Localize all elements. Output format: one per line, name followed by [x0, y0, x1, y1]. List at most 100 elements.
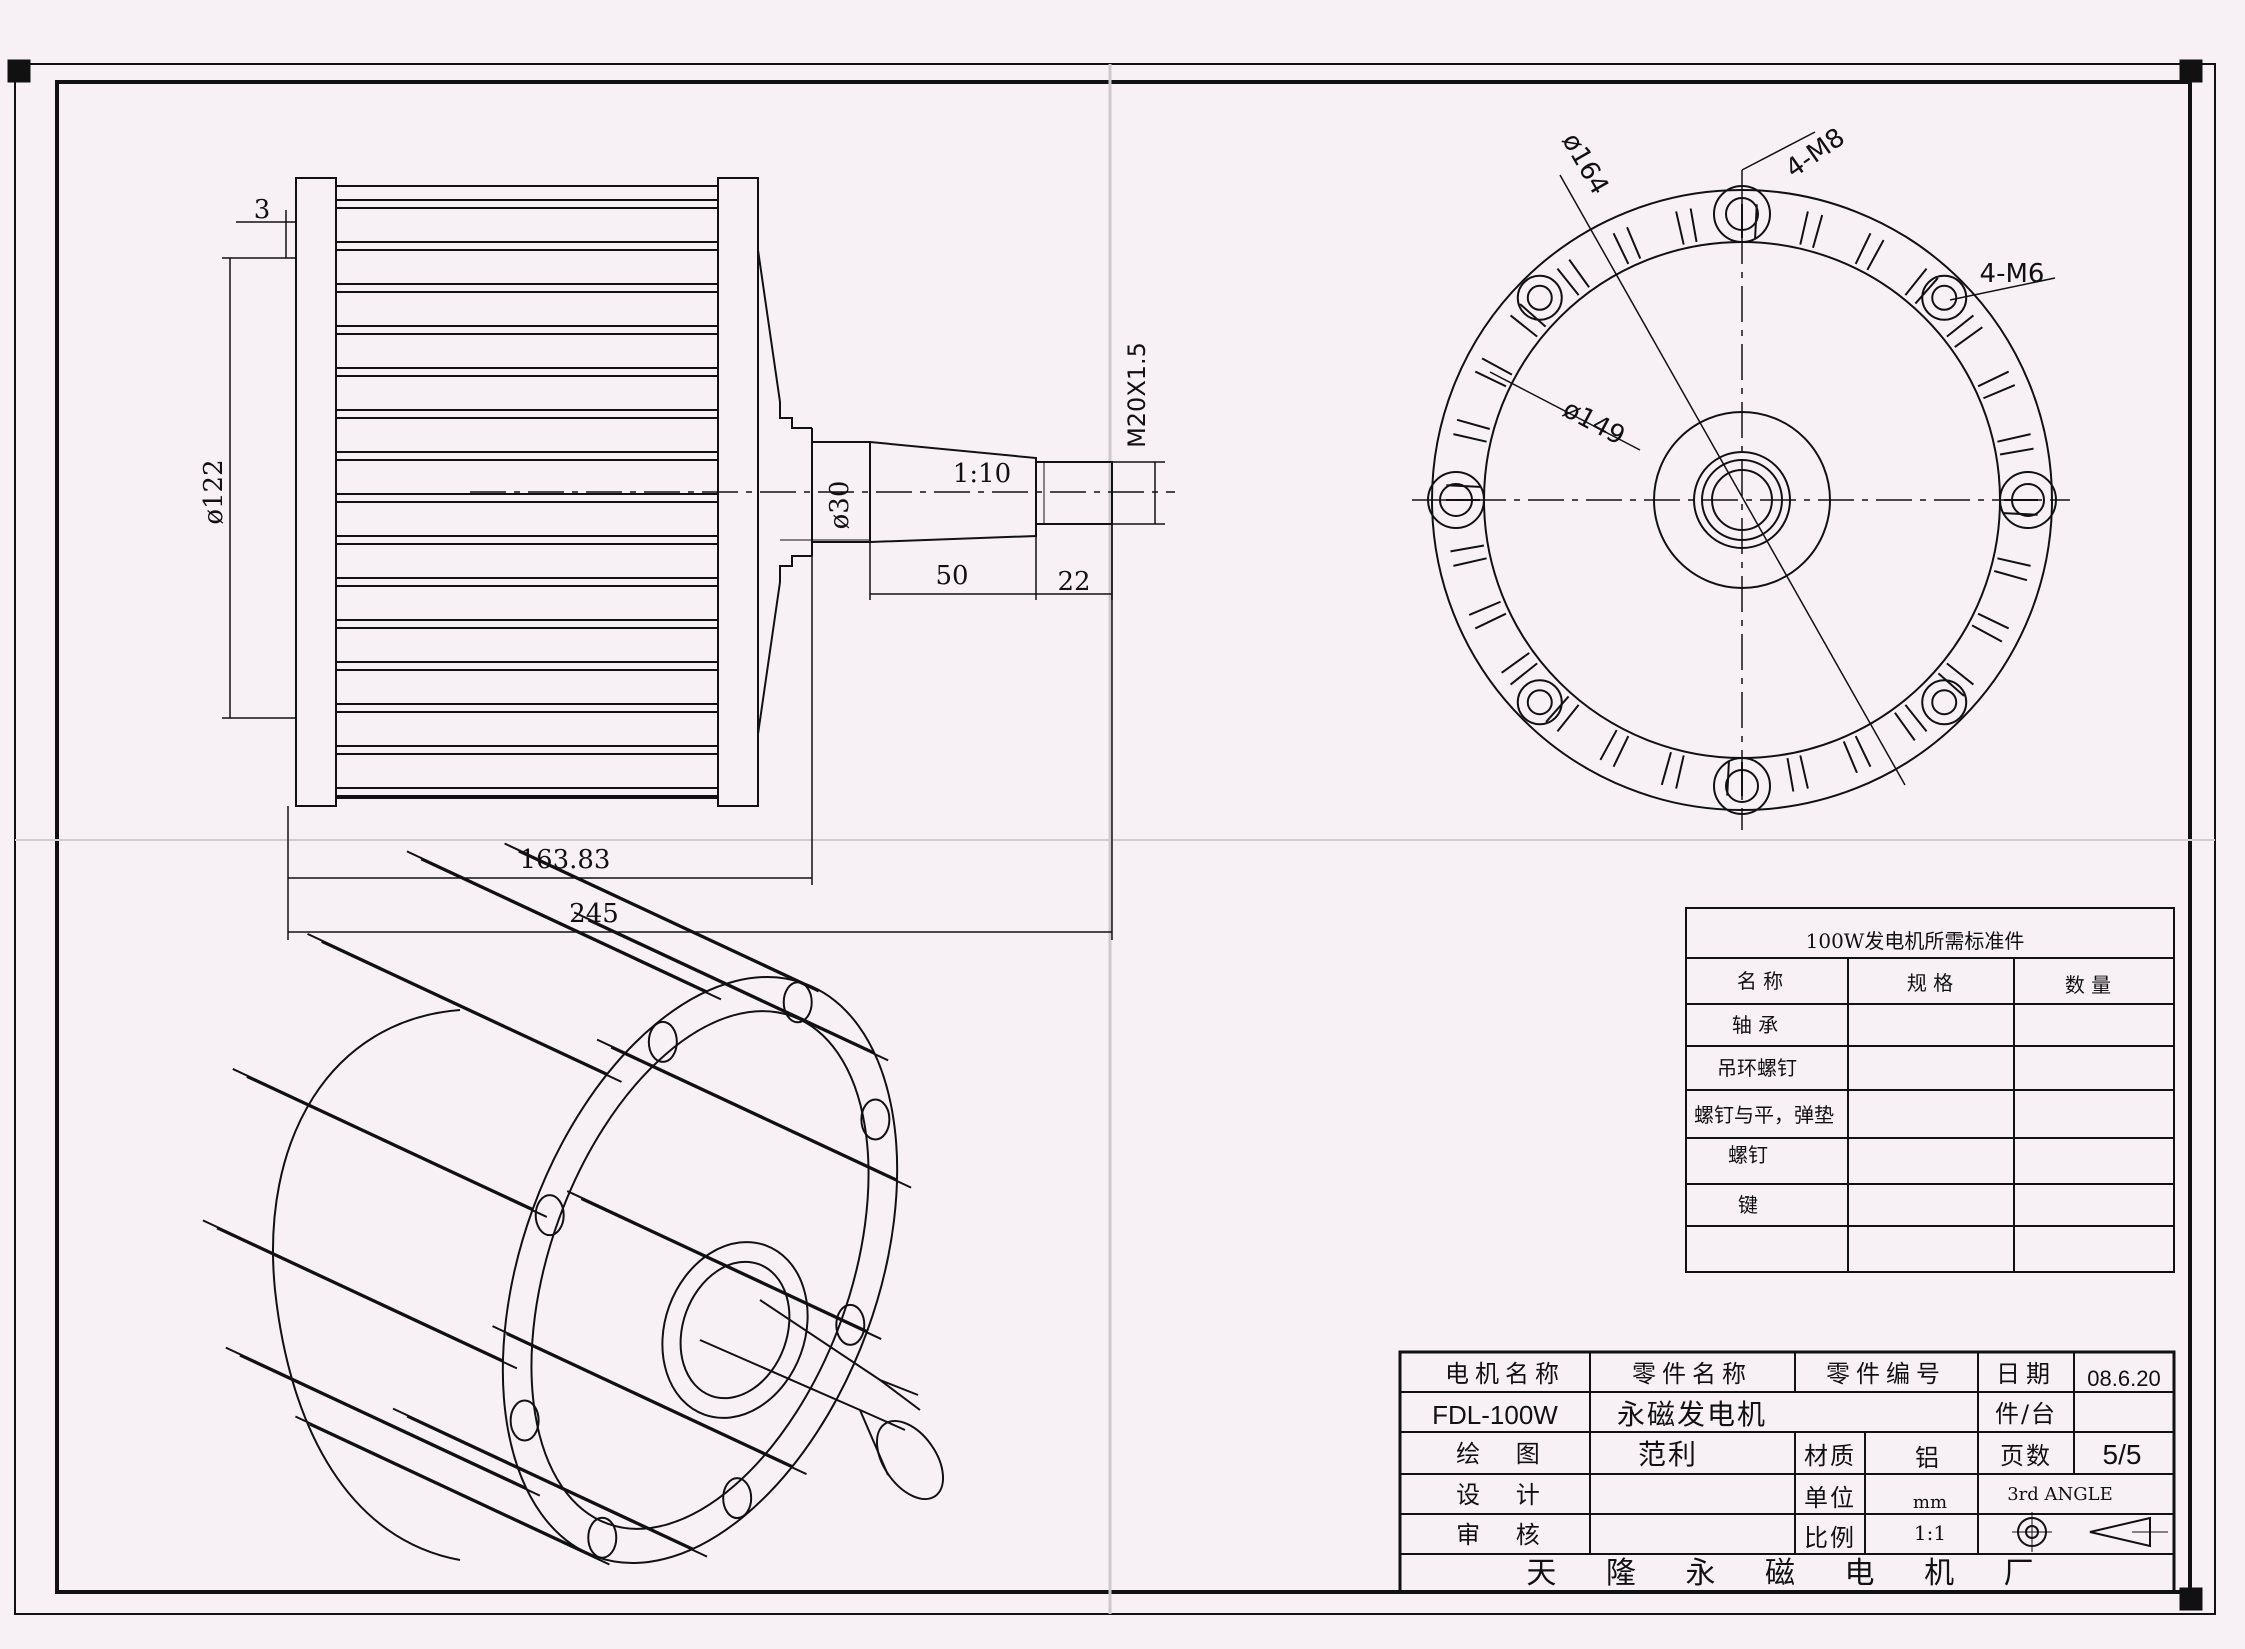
magnet-block	[1501, 652, 1530, 674]
magnet-block	[1456, 418, 1491, 430]
magnet-block	[1599, 729, 1618, 761]
magnet-block	[1568, 259, 1590, 288]
tb-part-name-label: 零件名称	[1632, 1360, 1752, 1388]
tb-unit-label: 单位	[1804, 1484, 1856, 1512]
magnet-block	[1474, 612, 1507, 630]
magnet-block	[1481, 357, 1513, 376]
bom-row-name: 吊环螺钉	[1717, 1056, 1797, 1080]
iso-magnet-bar	[225, 1346, 527, 1489]
magnet-block	[1854, 735, 1872, 768]
iso-magnet-bar	[216, 1227, 518, 1370]
dim-holes-m8: 4-M8	[1780, 123, 1850, 185]
magnet-block	[1450, 544, 1485, 553]
iso-magnet-bar	[492, 1325, 793, 1468]
magnet-block	[1954, 326, 1983, 348]
iso-magnet-bar	[406, 850, 708, 993]
magnet-block	[1612, 232, 1630, 265]
dim-diameter-149: ø149	[1558, 394, 1630, 451]
magnet-block	[1519, 303, 1547, 328]
magnet-block	[1946, 662, 1975, 686]
tb-pages-label: 页数	[2000, 1442, 2052, 1470]
tb-drawn-value: 范利	[1638, 1438, 1698, 1471]
iso-magnet-bar	[392, 1407, 694, 1550]
iso-magnet-bar	[587, 919, 889, 1062]
iso-magnet-bar	[202, 1219, 504, 1362]
iso-bolt-hole	[722, 1477, 753, 1520]
iso-magnet-bar	[504, 842, 806, 985]
magnet-block	[1675, 211, 1685, 245]
bom-table	[1685, 907, 2175, 1273]
bolt-hole-boss	[1921, 679, 1968, 726]
tb-angle-label: 3rd ANGLE	[2007, 1484, 2113, 1505]
bom-title: 100W发电机所需标准件	[1806, 929, 2025, 953]
magnet-block	[1999, 447, 2034, 456]
magnet-block	[1904, 704, 1928, 733]
iso-bolt-hole	[587, 1516, 618, 1559]
tb-part-name-value: 永磁发电机	[1617, 1398, 1767, 1431]
magnet-block	[1689, 208, 1698, 243]
magnet-block	[1977, 612, 2010, 630]
dim-taper-ratio: 1:10	[953, 459, 1011, 489]
rotor-isometric-view	[202, 842, 945, 1566]
tb-pieces-label: 件/台	[1995, 1400, 2057, 1428]
magnet-block	[1983, 384, 2016, 400]
magnet-block	[1675, 755, 1685, 789]
iso-magnet-bar	[573, 911, 875, 1054]
magnet-block	[1977, 370, 2010, 388]
bom-header-qty: 数 量	[2065, 973, 2111, 997]
magnet-block	[1812, 214, 1824, 249]
iso-bolt-hole	[835, 1303, 866, 1346]
iso-magnet-bar	[580, 1198, 882, 1340]
bolt-hole-boss	[1516, 679, 1563, 726]
magnet-block	[1904, 267, 1928, 296]
bolt-hole	[1526, 284, 1553, 311]
tb-review-label: 审 核	[1456, 1521, 1554, 1549]
rotor-side-view	[295, 177, 1175, 807]
tb-design-label: 设 计	[1456, 1481, 1554, 1509]
iso-magnet-bar	[506, 1333, 807, 1476]
iso-magnet-bar	[518, 850, 820, 993]
tb-drawn-label: 绘 图	[1456, 1440, 1554, 1468]
iso-back-ring	[272, 1009, 461, 1561]
magnet-block	[1468, 600, 1501, 616]
dim-length-22: 22	[1057, 567, 1090, 597]
iso-magnet-bar	[246, 1076, 548, 1218]
bom-header-name: 名 称	[1737, 969, 1783, 993]
bom-header-spec: 规 格	[1907, 971, 1953, 995]
dim-thread-m20: M20X1.5	[1123, 342, 1151, 448]
magnet-block	[1660, 751, 1672, 786]
magnet-block	[1556, 704, 1580, 733]
iso-magnet-bar	[232, 1068, 534, 1210]
bolt-hole	[1931, 689, 1958, 716]
tb-scale-label: 比例	[1804, 1524, 1856, 1552]
dim-length-163: 163.83	[520, 845, 611, 875]
iso-bolt-hole	[534, 1194, 565, 1237]
tb-company-name: 天 隆 永 磁 电 机 厂	[1526, 1556, 2053, 1591]
third-angle-projection-symbol	[2012, 1512, 2168, 1552]
tb-scale-value: 1:1	[1914, 1521, 1946, 1545]
tb-material-label: 材质	[1804, 1442, 1856, 1470]
magnet-block	[1799, 211, 1809, 245]
magnet-block	[1453, 433, 1487, 443]
magnet-block	[1799, 755, 1809, 789]
dim-diameter-122: ø122	[199, 459, 229, 524]
tb-part-no-label: 零件编号	[1826, 1360, 1946, 1388]
iso-magnet-bar	[596, 1038, 898, 1181]
bom-row-name: 螺钉与平，弹垫	[1694, 1103, 1834, 1127]
side-view-dimensions	[222, 210, 1165, 940]
magnet-block	[1612, 735, 1630, 768]
magnet-block	[1545, 695, 1570, 723]
bolt-hole	[1526, 689, 1553, 716]
magnet-block	[1894, 712, 1916, 741]
rotor-front-view	[1412, 131, 2070, 830]
magnet-block	[1937, 672, 1965, 697]
dim-thickness-3: 3	[254, 195, 271, 225]
magnet-block	[1914, 277, 1939, 305]
magnet-block	[1993, 570, 2028, 582]
bolt-hole	[1931, 284, 1958, 311]
tb-date-value: 08.6.20	[2087, 1366, 2160, 1391]
iso-magnet-bar	[294, 1415, 596, 1558]
iso-magnet-bar	[406, 1415, 708, 1558]
bolt-hole-boss	[1921, 274, 1968, 321]
magnet-block	[1786, 757, 1795, 792]
